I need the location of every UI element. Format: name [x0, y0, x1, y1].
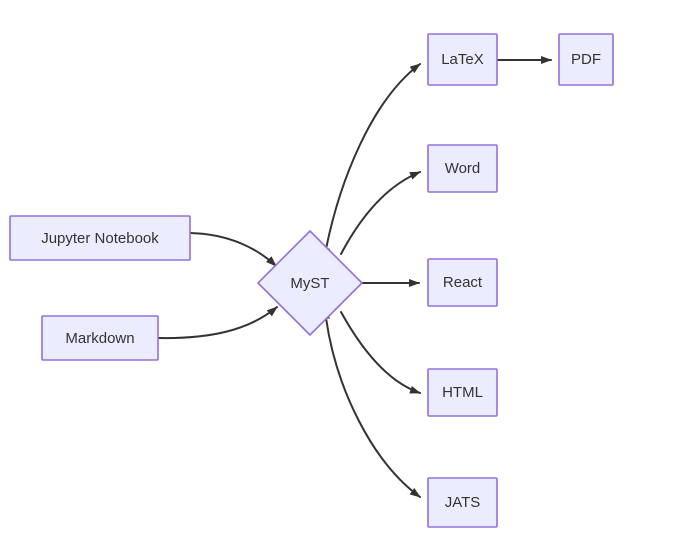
node-latex[interactable]: LaTeX [427, 33, 498, 86]
node-html[interactable]: HTML [427, 368, 498, 417]
node-html-box[interactable] [427, 368, 498, 417]
node-markdown-box[interactable] [41, 315, 159, 361]
node-react[interactable]: React [427, 258, 498, 307]
node-react-box[interactable] [427, 258, 498, 307]
node-pdf[interactable]: PDF [558, 33, 614, 86]
node-jupyter-notebook[interactable]: Jupyter Notebook [9, 215, 191, 261]
node-jats-box[interactable] [427, 477, 498, 528]
edge-latex-to-myst[interactable] [322, 63, 421, 259]
edge-markdown-to-myst[interactable] [157, 306, 278, 340]
node-myst-diamond[interactable] [256, 229, 364, 337]
node-word[interactable]: Word [427, 144, 498, 193]
node-markdown[interactable]: Markdown [41, 315, 159, 361]
node-pdf-box[interactable] [558, 33, 614, 86]
edge-layer [157, 56, 552, 498]
node-word-box[interactable] [427, 144, 498, 193]
node-myst[interactable]: MyST [256, 229, 364, 337]
edge-myst-to-word[interactable] [340, 171, 421, 255]
node-latex-box[interactable] [427, 33, 498, 86]
edge-myst-to-html[interactable] [340, 311, 421, 394]
edge-jats-to-myst[interactable] [322, 308, 421, 498]
edge-jupyter-to-myst[interactable] [189, 232, 277, 267]
node-jats[interactable]: JATS [427, 477, 498, 528]
node-jupyter-notebook-box[interactable] [9, 215, 191, 261]
